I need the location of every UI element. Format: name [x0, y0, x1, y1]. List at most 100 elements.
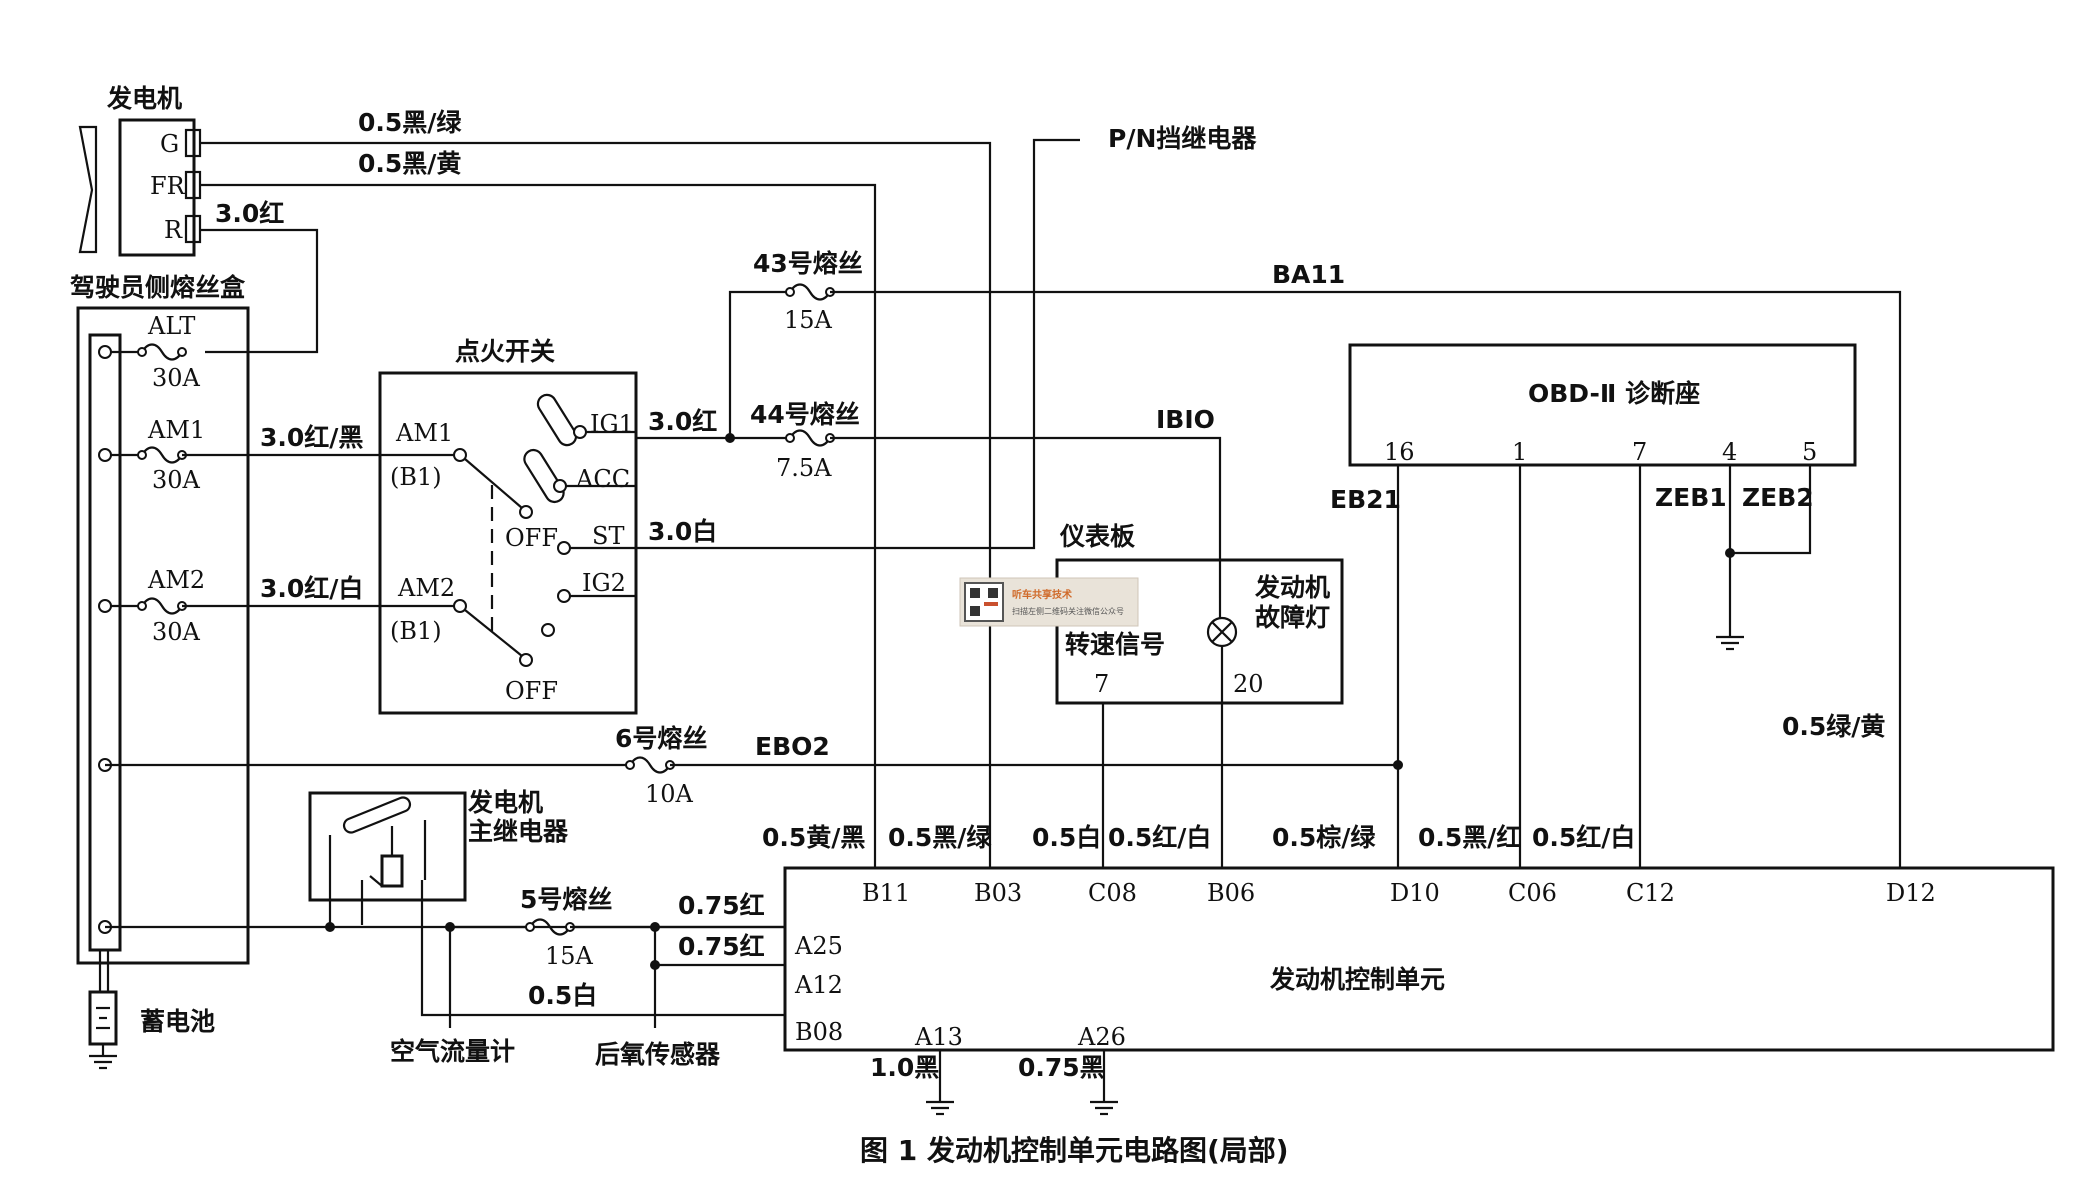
ecu-pin-b06: B06	[1207, 879, 1255, 907]
battery-ground-icon	[87, 1042, 119, 1070]
ecu-a26-ground-icon	[1088, 1088, 1120, 1116]
wire-g	[200, 141, 992, 868]
fuse-am1-name: AM1	[147, 416, 205, 444]
wire-ba11	[830, 290, 1902, 868]
ecu-pin-b11: B11	[862, 879, 910, 907]
wire-d12-label: 0.5绿/黄	[1782, 712, 1885, 741]
wire-ibio-label: IBIO	[1156, 405, 1215, 434]
battery-title: 蓄电池	[140, 1007, 215, 1036]
fuse-alt-icon	[141, 343, 183, 361]
wire-b06-label: 0.5棕/绿	[1272, 823, 1376, 852]
generator-pin-fr: FR	[150, 172, 186, 200]
obd-ground-icon	[1714, 623, 1746, 651]
wire-a12-label: 0.75红	[678, 932, 765, 961]
wire-a13-label: 1.0黑	[870, 1053, 939, 1082]
ig-terminal-ig2: IG2	[582, 569, 626, 597]
fuse-box-busbar	[88, 333, 122, 952]
ig-terminal-b1-b: (B1)	[390, 617, 442, 645]
instrument-panel-frame	[1055, 558, 1344, 705]
obd-title: OBD-Ⅱ 诊断座	[1528, 379, 1700, 408]
obd-connector: OBD-Ⅱ 诊断座 16 1 7 4 5	[1348, 343, 1857, 467]
obd-frame	[1348, 343, 1857, 467]
obd-pin-16: 16	[1384, 438, 1415, 466]
ecu-pin-a13: A13	[914, 1023, 963, 1051]
main-relay-frame	[308, 791, 467, 902]
wire-ba11-label: BA11	[1272, 260, 1345, 289]
generator-title: 发电机	[106, 84, 182, 113]
main-relay-title-1: 发电机	[467, 788, 543, 817]
ecu-pin-d10: D10	[1390, 879, 1440, 907]
fuse-alt-name: ALT	[147, 312, 195, 340]
relay-coil-icon	[380, 854, 404, 888]
air-flow-meter-title: 空气流量计	[390, 1037, 515, 1066]
generator: 发电机 G FR R	[78, 84, 202, 257]
ignition-switch-frame	[378, 371, 638, 715]
ecu-pin-d12: D12	[1886, 879, 1936, 907]
ecu-frame	[783, 866, 2055, 1052]
figure-caption: 图 1 发动机控制单元电路图(局部)	[860, 1134, 1289, 1167]
fuse-am2-name: AM2	[147, 566, 205, 594]
fuse-44: 44号熔丝 7.5A	[750, 400, 860, 482]
ecu-pin-c12: C12	[1626, 879, 1675, 907]
fuse-6-rating: 10A	[645, 780, 694, 808]
fuse-6-icon	[629, 756, 671, 774]
fuse-box-frame	[76, 306, 250, 965]
fuse-43-rating: 15A	[784, 306, 833, 334]
ecu-pin-b08: B08	[795, 1018, 843, 1046]
obd-pin-7: 7	[1632, 438, 1647, 466]
watermark-line-2: 扫描左侧二维码关注微信公众号	[1012, 606, 1124, 616]
obd-pin-5: 5	[1802, 438, 1817, 466]
fuse-43-icon	[789, 283, 831, 301]
obd-pin-4: 4	[1722, 438, 1737, 466]
instrument-lamp-label-2: 故障灯	[1255, 603, 1330, 632]
ig-terminal-acc: ACC	[575, 465, 630, 493]
fuse-am1-icon	[141, 446, 183, 464]
instrument-panel: 仪表板 发动机 故障灯 转速信号 7 20	[1055, 522, 1344, 705]
main-relay: 发电机 主继电器	[308, 788, 785, 1017]
wire-c12-label: 0.5红/白	[1532, 823, 1635, 852]
ig-terminal-b1-a: (B1)	[390, 463, 442, 491]
ig-terminal-st: ST	[592, 522, 624, 550]
battery: 蓄电池	[87, 950, 215, 1070]
fuse-5-title: 5号熔丝	[520, 885, 612, 914]
main-relay-title-2: 主继电器	[468, 817, 569, 846]
rear-o2-sensor-title: 后氧传感器	[595, 1040, 721, 1069]
instrument-pin-7: 7	[1094, 670, 1109, 698]
generator-body	[118, 118, 196, 257]
fuse-am2-icon	[141, 597, 183, 615]
ecu-pin-a26: A26	[1077, 1023, 1126, 1051]
ignition-switch: 点火开关 AM1 (B1) AM2 (B1) IG1 ACC ST IG2 OF…	[378, 337, 638, 715]
instrument-signal-label: 转速信号	[1065, 630, 1165, 659]
wire-st-label: 3.0白	[648, 517, 717, 546]
pulley-icon	[78, 125, 98, 254]
wire-c06-label: 0.5黑/红	[1418, 823, 1521, 852]
ecu-title: 发动机控制单元	[1269, 965, 1445, 994]
wire-am1-label: 3.0红/黑	[260, 423, 363, 452]
contact-ig1-icon	[536, 393, 578, 447]
fuse-5-rating: 15A	[545, 942, 594, 970]
ecu-pin-b03: B03	[974, 879, 1022, 907]
wire-zeb2-label: ZEB2	[1742, 483, 1814, 512]
wire-eb21-label: EB21	[1330, 485, 1401, 514]
ecu-a13-ground-icon	[924, 1088, 956, 1116]
pn-relay-title: P/N挡继电器	[1108, 124, 1257, 153]
wire-g-label: 0.5黑/绿	[358, 108, 462, 137]
generator-pin-r: R	[164, 216, 183, 244]
wire-st	[636, 138, 1080, 550]
fuse-am1-rating: 30A	[152, 466, 201, 494]
ignition-switch-title: 点火开关	[455, 337, 555, 366]
fuse-6-title: 6号熔丝	[615, 724, 707, 753]
wire-fr-label: 0.5黑/黄	[358, 149, 461, 178]
generator-pin-g: G	[160, 130, 179, 158]
fuse-43-title: 43号熔丝	[753, 249, 863, 278]
ecu: 发动机控制单元 B11 B03 C08 B06 D10 C06 C12 D12 …	[783, 866, 2055, 1052]
wire-r	[200, 228, 319, 354]
fuse-44-icon	[789, 429, 831, 447]
wire-am2-label: 3.0红/白	[260, 574, 363, 603]
wire-ibio	[830, 436, 1222, 598]
fuse-box-title: 驾驶员侧熔丝盒	[70, 273, 246, 302]
fuse-box: 驾驶员侧熔丝盒 ALT 30A AM1 30A AM2 30A	[70, 273, 250, 965]
fuse-5-icon	[529, 918, 571, 936]
wire-b11-label: 0.5黄/黑	[762, 823, 865, 852]
wire-fr	[200, 183, 877, 868]
